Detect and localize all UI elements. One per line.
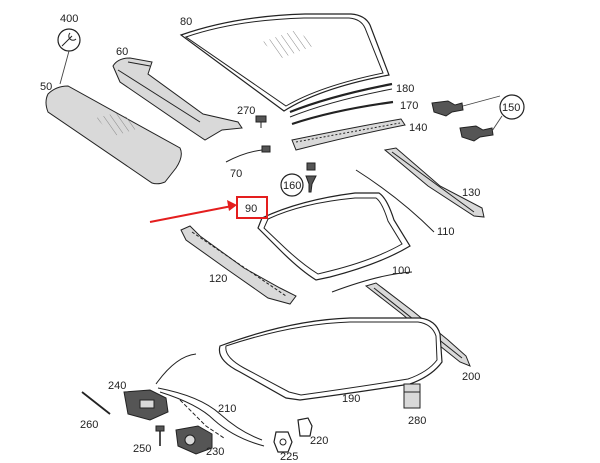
pin-260 bbox=[81, 391, 111, 415]
screw-250 bbox=[155, 425, 165, 446]
front-rail-140 bbox=[291, 118, 406, 151]
label-270: 270 bbox=[237, 105, 255, 117]
label-240: 240 bbox=[108, 380, 126, 392]
clip-160 bbox=[280, 162, 317, 197]
module-280 bbox=[403, 383, 421, 409]
label-70: 70 bbox=[230, 168, 242, 180]
glass-panel-80 bbox=[179, 13, 390, 112]
rear-seal-100 bbox=[331, 271, 413, 293]
arrow-head bbox=[227, 200, 237, 211]
label-50: 50 bbox=[40, 81, 52, 93]
brackets-150 bbox=[431, 94, 525, 142]
highlight-box bbox=[236, 196, 268, 219]
highlight-callout-90 bbox=[149, 196, 268, 223]
motor-230 bbox=[175, 425, 213, 455]
label-130: 130 bbox=[462, 187, 480, 199]
rear-frame-120 bbox=[180, 225, 297, 305]
label-170: 170 bbox=[400, 100, 418, 112]
label-80: 80 bbox=[180, 16, 192, 28]
motor-240 bbox=[123, 389, 169, 421]
roller-blind-190 bbox=[218, 317, 443, 401]
screw-270 bbox=[255, 115, 267, 128]
label-280: 280 bbox=[408, 415, 426, 427]
label-220: 220 bbox=[310, 435, 328, 447]
tool-400 bbox=[57, 28, 81, 85]
clip-220 bbox=[297, 417, 313, 437]
label-225: 225 bbox=[280, 451, 298, 463]
frame-seal-90 bbox=[257, 192, 411, 281]
label-210: 210 bbox=[218, 403, 236, 415]
cable-70 bbox=[225, 145, 271, 163]
label-90: 90 bbox=[245, 203, 257, 215]
tool-leader bbox=[59, 50, 70, 85]
sunblind-panel-50 bbox=[45, 85, 182, 185]
label-120: 120 bbox=[209, 273, 227, 285]
clip-225 bbox=[273, 431, 293, 453]
deflector-60 bbox=[112, 57, 243, 141]
label-60: 60 bbox=[116, 46, 128, 58]
label-100: 100 bbox=[392, 265, 410, 277]
label-400: 400 bbox=[60, 13, 78, 25]
wrench-icon bbox=[61, 32, 77, 47]
side-seal-110 bbox=[355, 169, 435, 233]
label-260: 260 bbox=[80, 419, 98, 431]
label-150: 150 bbox=[502, 102, 520, 114]
label-110: 110 bbox=[437, 226, 455, 238]
label-200: 200 bbox=[462, 371, 480, 383]
label-250: 250 bbox=[133, 443, 151, 455]
label-180: 180 bbox=[396, 83, 414, 95]
harness-210 bbox=[155, 353, 265, 447]
label-140: 140 bbox=[409, 122, 427, 134]
label-230: 230 bbox=[206, 446, 224, 458]
label-190: 190 bbox=[342, 393, 360, 405]
label-160: 160 bbox=[283, 180, 301, 192]
seal-strips-180-170 bbox=[289, 82, 394, 126]
highlight-arrow bbox=[149, 205, 233, 223]
tool-circle bbox=[57, 28, 81, 52]
side-rail-130 bbox=[383, 147, 485, 218]
